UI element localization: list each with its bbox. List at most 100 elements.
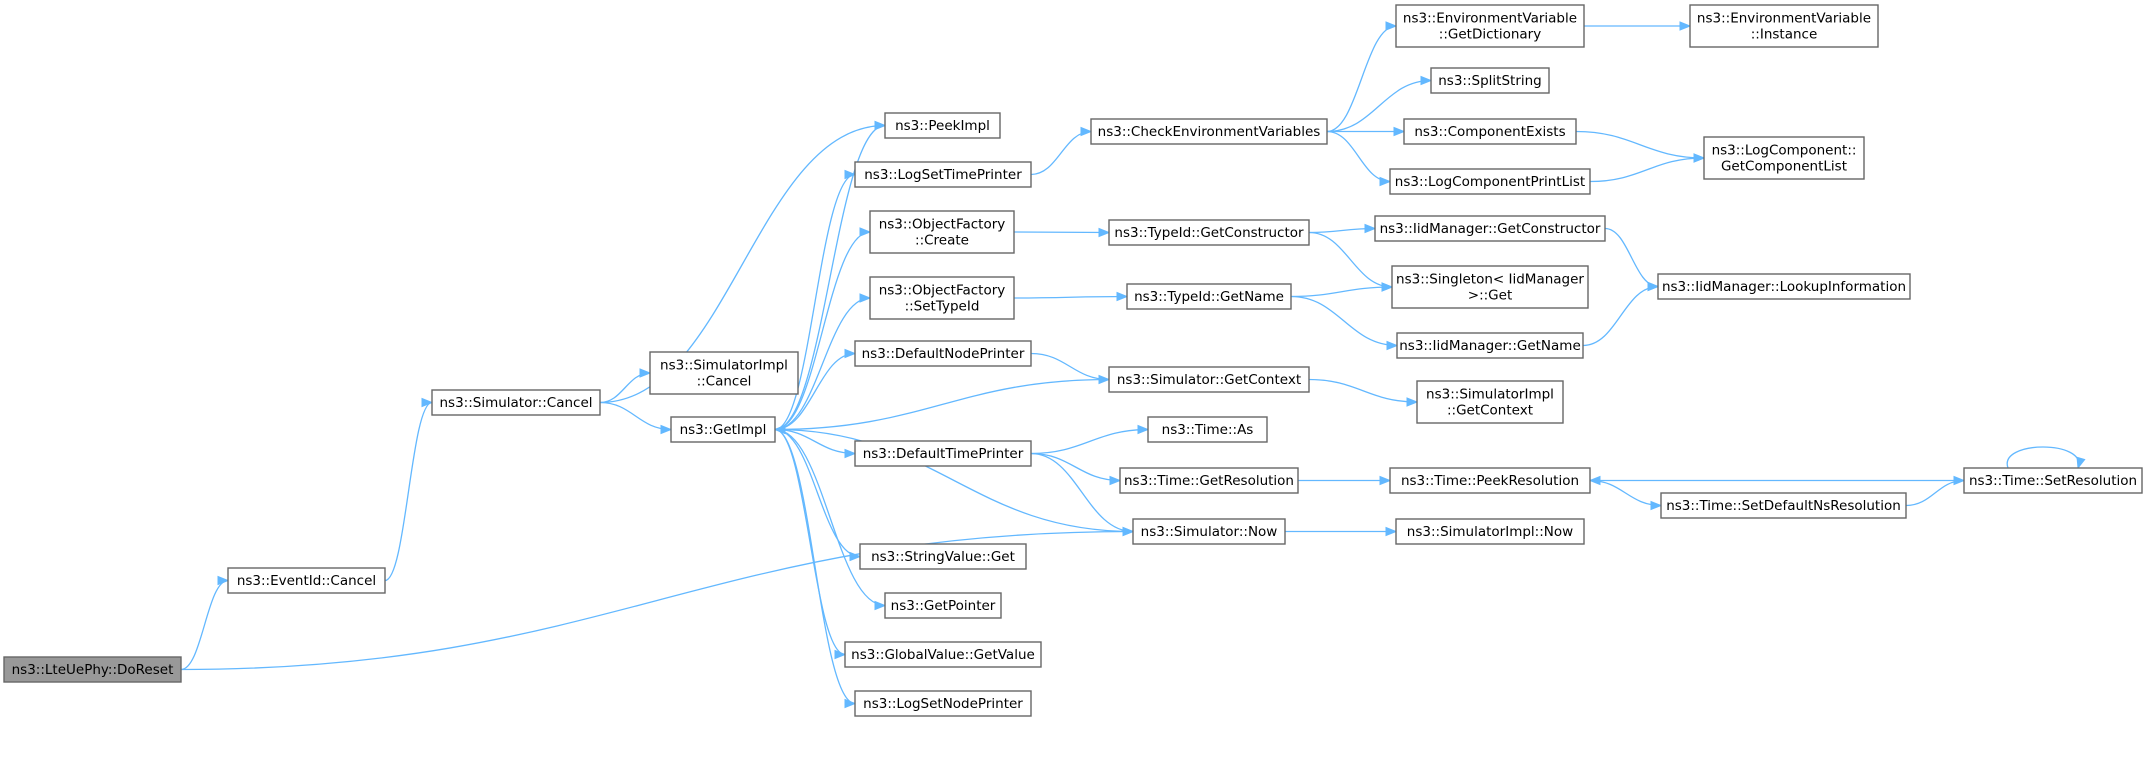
node-box xyxy=(649,351,799,395)
edge-getimpl-to-objfactory_create xyxy=(774,227,872,431)
edge-checkenv-to-logcomponentprintlist xyxy=(1326,130,1392,187)
edge-objfactory_settypeid-to-typeid_getname xyxy=(1013,291,1129,302)
node-iidmgr_lookupinformation[interactable]: ns3::IidManager::LookupInformation xyxy=(1657,273,1911,300)
node-objfactory_create[interactable]: ns3::ObjectFactory::Create xyxy=(869,210,1015,254)
node-box xyxy=(1660,492,1907,519)
node-box xyxy=(670,416,776,443)
node-stringvalue_get[interactable]: ns3::StringValue::Get xyxy=(859,543,1027,570)
edge-checkenv-to-envvar_getdictionary xyxy=(1326,21,1398,133)
node-box xyxy=(1119,467,1299,494)
node-box xyxy=(869,276,1015,320)
node-box xyxy=(1391,265,1589,309)
node-label: ns3::PeekImpl xyxy=(895,118,990,134)
edge-sim_now-to-getimpl xyxy=(773,424,1134,533)
node-box xyxy=(854,161,1032,188)
node-sim_now[interactable]: ns3::Simulator::Now xyxy=(1132,518,1286,545)
node-logsettimeprinter[interactable]: ns3::LogSetTimePrinter xyxy=(854,161,1032,188)
edge-iidmgr_getconstructor-to-iidmgr_lookupinformation xyxy=(1604,227,1660,292)
edge-sim_cancel-to-simimpl_cancel xyxy=(599,368,652,404)
node-box xyxy=(1963,467,2143,494)
node-time_getresolution[interactable]: ns3::Time::GetResolution xyxy=(1119,467,1299,494)
node-singleton_get[interactable]: ns3::Singleton< IidManager>::Get xyxy=(1391,265,1589,309)
node-box xyxy=(1389,168,1591,195)
edge-typeid_getname-to-singleton_get xyxy=(1290,282,1394,298)
node-label: ns3::Time::SetResolution xyxy=(1969,473,2137,489)
node-eventid_cancel[interactable]: ns3::EventId::Cancel xyxy=(227,567,386,594)
node-label: ns3::Simulator::Cancel xyxy=(439,395,592,411)
node-objfactory_settypeid[interactable]: ns3::ObjectFactory::SetTypeId xyxy=(869,276,1015,320)
edge-time_peekresolution-to-time_setdefaultnsresolution xyxy=(1589,479,1663,511)
edge-time_getresolution-to-time_peekresolution xyxy=(1298,475,1392,486)
node-globalvalue_getvalue[interactable]: ns3::GlobalValue::GetValue xyxy=(844,641,1042,668)
node-simimpl_getcontext[interactable]: ns3::SimulatorImpl::GetContext xyxy=(1416,380,1564,424)
edge-defaulttimeprinter-to-sim_now xyxy=(1030,452,1135,537)
edge-getimpl-to-peekimpl xyxy=(774,120,887,431)
edge-getimpl-to-logsettimeprinter xyxy=(774,169,857,431)
node-box xyxy=(854,440,1032,467)
edge-componentexists-to-logcomp_getcomponentlist xyxy=(1575,130,1706,163)
node-getpointer[interactable]: ns3::GetPointer xyxy=(884,592,1002,619)
edge-doreset-to-eventid_cancel xyxy=(180,575,230,671)
node-label: ns3::GetImpl xyxy=(680,422,767,438)
node-label: GetComponentList xyxy=(1721,159,1847,175)
node-doreset[interactable]: ns3::LteUePhy::DoReset xyxy=(3,656,182,683)
node-box xyxy=(431,389,601,416)
node-splitstring[interactable]: ns3::SplitString xyxy=(1430,67,1550,94)
node-box xyxy=(227,567,386,594)
edge-getimpl-to-stringvalue_get xyxy=(774,428,862,562)
node-box xyxy=(1689,4,1879,48)
node-sim_getcontext[interactable]: ns3::Simulator::GetContext xyxy=(1108,366,1310,393)
node-label: ns3::ObjectFactory xyxy=(879,217,1006,233)
node-box xyxy=(884,112,1001,139)
node-label: ns3::TypeId::GetName xyxy=(1134,289,1284,305)
node-envvar_instance[interactable]: ns3::EnvironmentVariable::Instance xyxy=(1689,4,1879,48)
node-time_setresolution[interactable]: ns3::Time::SetResolution xyxy=(1963,467,2143,494)
node-label: ns3::Simulator::GetContext xyxy=(1117,372,1301,388)
node-envvar_getdictionary[interactable]: ns3::EnvironmentVariable::GetDictionary xyxy=(1395,4,1585,48)
edge-sim_getcontext-to-simimpl_getcontext xyxy=(1308,378,1419,407)
node-box xyxy=(1430,67,1550,94)
node-simimpl_now[interactable]: ns3::SimulatorImpl::Now xyxy=(1395,518,1585,545)
node-label: ns3::Time::GetResolution xyxy=(1124,473,1294,489)
node-box xyxy=(884,592,1002,619)
edge-checkenv-to-splitstring xyxy=(1326,75,1433,133)
node-box xyxy=(1108,366,1310,393)
node-box xyxy=(1657,273,1911,300)
node-label: ns3::SimulatorImpl::Now xyxy=(1407,524,1573,540)
node-peekimpl[interactable]: ns3::PeekImpl xyxy=(884,112,1001,139)
node-iidmgr_getconstructor[interactable]: ns3::IidManager::GetConstructor xyxy=(1374,215,1606,242)
node-iidmgr_getname[interactable]: ns3::IidManager::GetName xyxy=(1396,332,1584,359)
node-box xyxy=(854,340,1032,367)
node-label: ns3::DefaultTimePrinter xyxy=(863,446,1024,462)
node-typeid_getconstructor[interactable]: ns3::TypeId::GetConstructor xyxy=(1108,219,1310,246)
node-label: ns3::SplitString xyxy=(1438,73,1542,89)
node-label: ns3::LogComponent:: xyxy=(1712,143,1857,159)
node-defaultnodeprinter[interactable]: ns3::DefaultNodePrinter xyxy=(854,340,1032,367)
node-label: ns3::IidManager::GetConstructor xyxy=(1380,221,1601,237)
node-simimpl_cancel[interactable]: ns3::SimulatorImpl::Cancel xyxy=(649,351,799,395)
node-box xyxy=(1703,136,1865,180)
node-logcomp_getcomponentlist[interactable]: ns3::LogComponent::GetComponentList xyxy=(1703,136,1865,180)
node-checkenv[interactable]: ns3::CheckEnvironmentVariables xyxy=(1090,118,1328,145)
node-label: ns3::ObjectFactory xyxy=(879,283,1006,299)
edge-sim_getcontext-to-getimpl xyxy=(773,378,1110,435)
node-label: ns3::LogSetNodePrinter xyxy=(863,696,1023,712)
node-label: ns3::StringValue::Get xyxy=(871,549,1015,565)
node-label: ns3::TypeId::GetConstructor xyxy=(1114,225,1304,241)
node-logcomponentprintlist[interactable]: ns3::LogComponentPrintList xyxy=(1389,168,1591,195)
node-label: ns3::CheckEnvironmentVariables xyxy=(1098,124,1321,140)
node-label: ::GetContext xyxy=(1447,403,1533,419)
node-typeid_getname[interactable]: ns3::TypeId::GetName xyxy=(1126,283,1292,310)
node-time_setdefaultnsresolution[interactable]: ns3::Time::SetDefaultNsResolution xyxy=(1660,492,1907,519)
node-time_as[interactable]: ns3::Time::As xyxy=(1147,416,1268,443)
node-time_peekresolution[interactable]: ns3::Time::PeekResolution xyxy=(1389,467,1591,494)
node-label: ns3::Time::PeekResolution xyxy=(1401,473,1579,489)
edge-eventid_cancel-to-sim_cancel xyxy=(384,397,434,582)
node-getimpl[interactable]: ns3::GetImpl xyxy=(670,416,776,443)
node-label: ns3::Simulator::Now xyxy=(1141,524,1278,540)
node-sim_cancel[interactable]: ns3::Simulator::Cancel xyxy=(431,389,601,416)
node-logsetnodeprinter[interactable]: ns3::LogSetNodePrinter xyxy=(854,690,1032,717)
node-defaulttimeprinter[interactable]: ns3::DefaultTimePrinter xyxy=(854,440,1032,467)
node-componentexists[interactable]: ns3::ComponentExists xyxy=(1403,118,1577,145)
